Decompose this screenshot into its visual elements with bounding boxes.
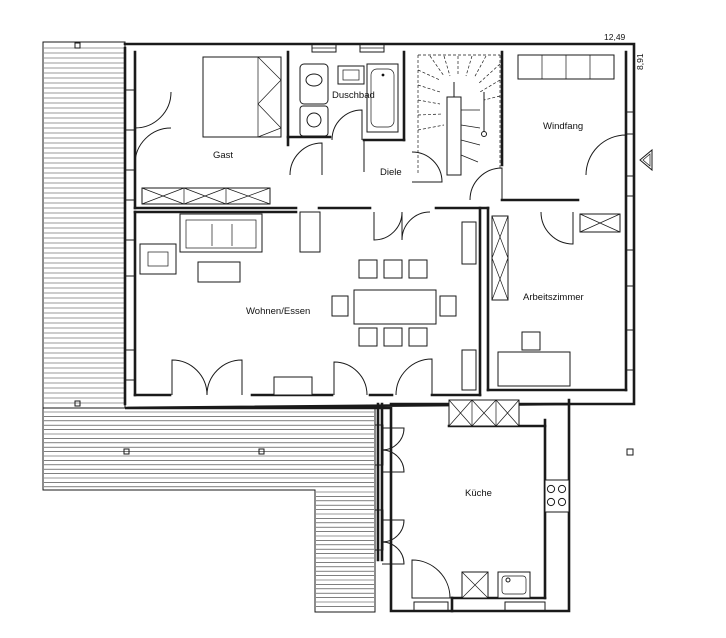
doors <box>134 91 627 599</box>
office-furniture <box>491 215 571 387</box>
room-label-duschbad: Duschbad <box>332 90 375 101</box>
room-label-arbeitszimmer: Arbeitszimmer <box>523 292 584 303</box>
room-label-gast: Gast <box>213 150 233 161</box>
dimension-depth: 8,91 <box>635 53 645 70</box>
living-furniture <box>139 211 477 396</box>
kitchen-furniture <box>448 399 570 599</box>
room-label-diele: Diele <box>380 167 402 178</box>
room-label-kueche: Küche <box>465 488 492 499</box>
entrance-arrow-icon <box>639 148 653 172</box>
windows <box>124 43 635 612</box>
windfang-furniture <box>517 54 653 233</box>
terrace-left <box>42 41 126 409</box>
posts <box>626 448 634 456</box>
dimension-width: 12,49 <box>604 32 626 42</box>
room-label-windfang: Windfang <box>543 121 583 132</box>
staircase <box>417 54 501 176</box>
gast-furniture <box>141 56 282 205</box>
bath-fixtures <box>299 63 399 137</box>
terrace-bottom <box>42 407 376 613</box>
room-label-wohnen-essen: Wohnen/Essen <box>246 306 310 317</box>
